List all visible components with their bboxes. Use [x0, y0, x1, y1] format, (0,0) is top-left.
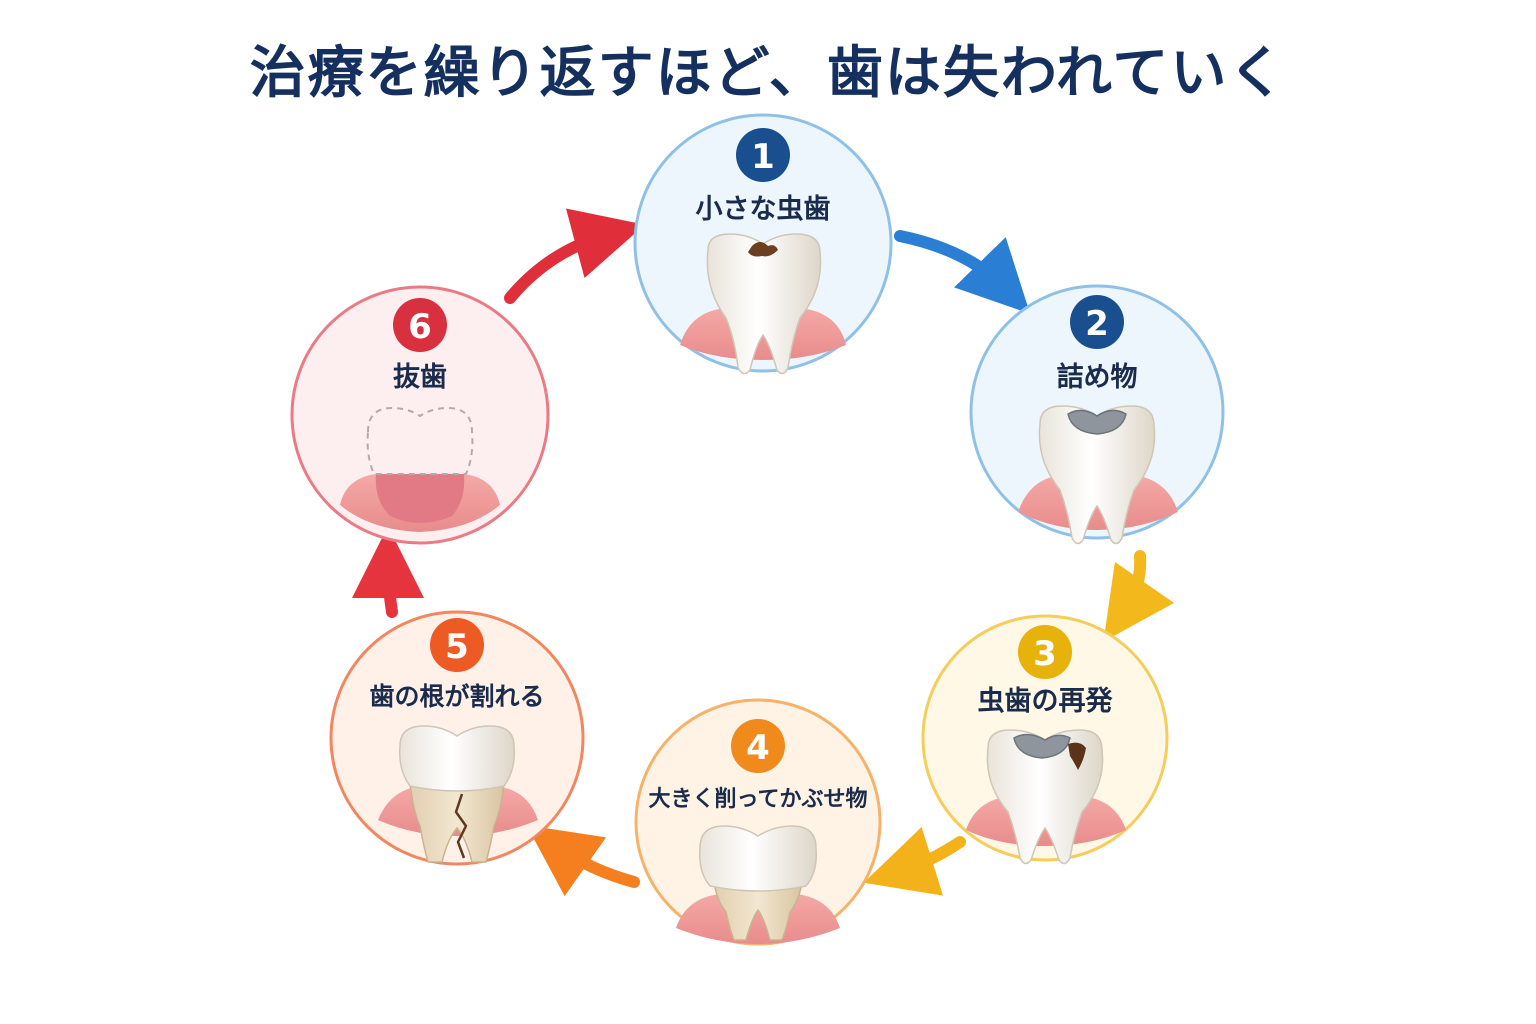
- step-number: 2: [1085, 304, 1109, 344]
- step-6-extraction: 6 抜歯: [290, 285, 550, 545]
- step-number: 6: [408, 307, 432, 347]
- step-number: 1: [751, 137, 775, 177]
- tooth-with-small-cavity-icon: [680, 233, 846, 375]
- step-label: 詰め物: [1057, 361, 1138, 393]
- arrow-2-to-3: [1103, 550, 1175, 642]
- step-5-root-fracture: 5 歯の根が割れる: [329, 610, 585, 866]
- arrow-1-to-2: [894, 230, 1031, 314]
- tooth-with-crown-icon: [676, 825, 840, 944]
- tooth-with-filling-icon: [1018, 405, 1178, 545]
- step-2-filling: 2 詰め物: [969, 284, 1225, 545]
- step-label: 歯の根が割れる: [369, 682, 544, 711]
- arrow-4-to-5: [526, 825, 640, 897]
- step-4-crown: 4 大きく削ってかぶせ物: [634, 698, 882, 946]
- step-number: 5: [445, 627, 469, 667]
- step-1-small-cavity: 1 小さな虫歯: [633, 113, 893, 375]
- tooth-with-cracked-root-icon: [378, 725, 538, 863]
- step-label: 大きく削ってかぶせ物: [649, 786, 868, 812]
- step-3-recurrent-cavity: 3 虫歯の再発: [921, 614, 1169, 865]
- step-number: 3: [1033, 634, 1057, 674]
- step-label: 小さな虫歯: [696, 194, 831, 225]
- arrow-5-to-6: [352, 526, 425, 618]
- page-title: 治療を繰り返すほど、歯は失われていく: [249, 41, 1287, 106]
- arrow-3-to-4: [863, 826, 966, 896]
- tooth-with-recurrent-decay-icon: [966, 729, 1126, 865]
- arrow-6-to-1: [504, 208, 645, 304]
- step-number: 4: [746, 728, 770, 768]
- step-label: 抜歯: [393, 362, 447, 393]
- step-label: 虫歯の再発: [978, 686, 1114, 717]
- extracted-tooth-socket-icon: [340, 406, 500, 532]
